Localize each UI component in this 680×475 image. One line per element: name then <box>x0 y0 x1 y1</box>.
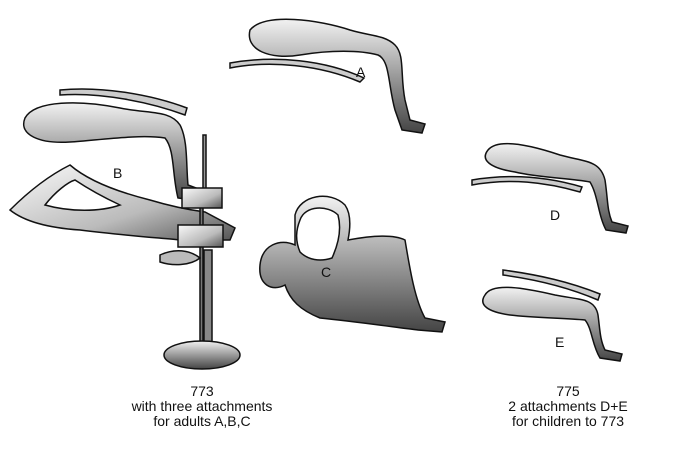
caption-model: 775 <box>556 383 580 399</box>
instrument-773 <box>8 88 241 370</box>
attachment-a <box>229 18 426 134</box>
caption-line: for children to 773 <box>511 413 625 429</box>
caption-line: for adults A,B,C <box>153 413 251 429</box>
label-c: C <box>321 264 332 280</box>
label-a: A <box>356 64 366 80</box>
caption-line: with three attachments <box>131 398 273 414</box>
label-d: D <box>550 207 561 223</box>
label-b: B <box>113 165 123 181</box>
label-e: E <box>555 334 565 350</box>
attachment-d <box>471 142 629 234</box>
caption-775: 775 2 attachments D+E for children to 77… <box>468 384 668 429</box>
caption-model: 773 <box>190 383 214 399</box>
attachment-c <box>259 195 446 333</box>
caption-line: 2 attachments D+E <box>508 398 628 414</box>
attachment-e <box>482 269 623 362</box>
caption-773: 773 with three attachments for adults A,… <box>102 384 302 429</box>
